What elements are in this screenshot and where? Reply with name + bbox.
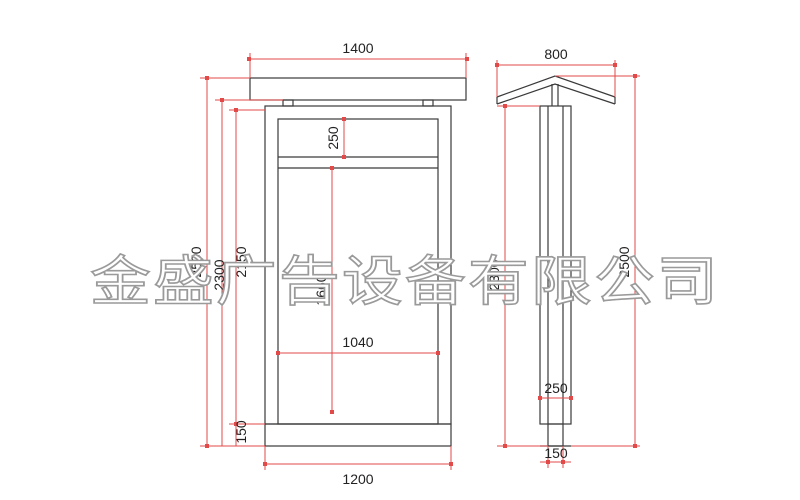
dim-front-base-width: 1200 [342,471,373,487]
front-roof-bracket-right [422,99,434,107]
front-view: 1400 250 1660 1040 1200 2500 [188,40,469,487]
dim-front-panel-height: 2150 [233,246,249,277]
dim-side-base-width: 150 [544,445,568,461]
front-base [264,423,452,447]
dim-front-base-height: 150 [233,420,249,444]
front-roof-bracket-left [282,99,294,107]
dim-side-height-right: 2500 [616,246,632,277]
company-watermark: 金盛广告设备有限公司 [90,250,720,313]
side-roof-top [496,75,616,98]
dim-side-roof-width: 800 [544,46,568,62]
side-roof-bottom [496,83,616,105]
side-view: 800 2300 2500 250 150 [486,46,640,468]
dim-side-height-left: 2300 [486,259,502,290]
dim-front-display-width: 1040 [342,334,373,350]
dim-front-frame-height: 2300 [211,259,227,290]
dim-front-total-height: 2500 [188,246,204,277]
front-roof [249,77,467,101]
dim-front-header-height: 250 [325,126,341,150]
dim-front-display-height: 1660 [313,274,329,305]
side-base [547,423,564,447]
dim-side-post-width: 250 [544,380,568,396]
dim-front-roof-width: 1400 [342,40,373,56]
